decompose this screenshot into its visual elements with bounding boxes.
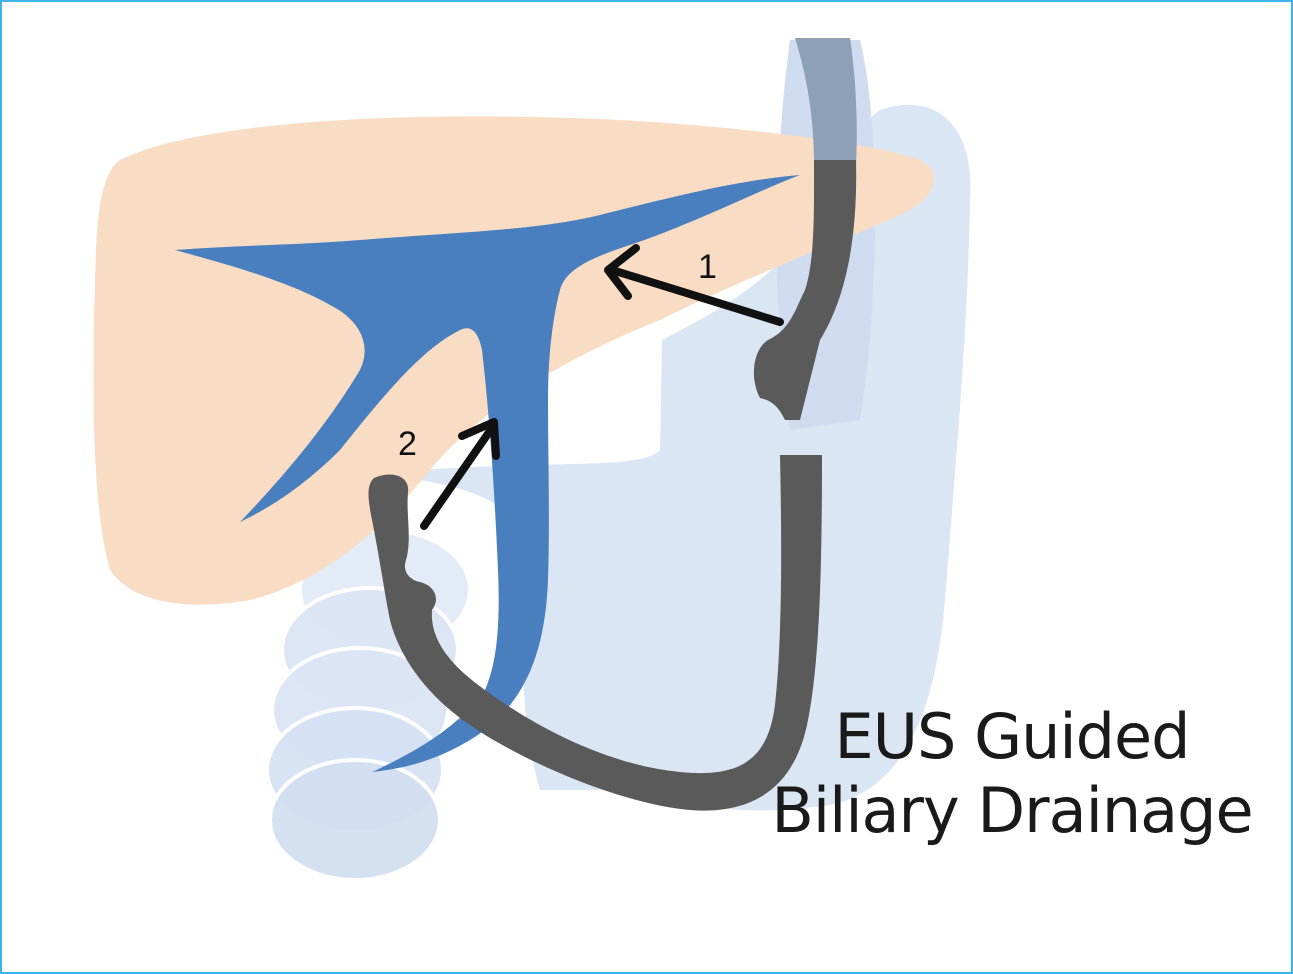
diagram-title: EUS Guided Biliary Drainage <box>742 700 1282 848</box>
marker-1-label: 1 <box>698 248 717 286</box>
title-line-1: EUS Guided <box>742 700 1282 774</box>
marker-2-label: 2 <box>398 425 417 463</box>
title-line-2: Biliary Drainage <box>742 774 1282 848</box>
